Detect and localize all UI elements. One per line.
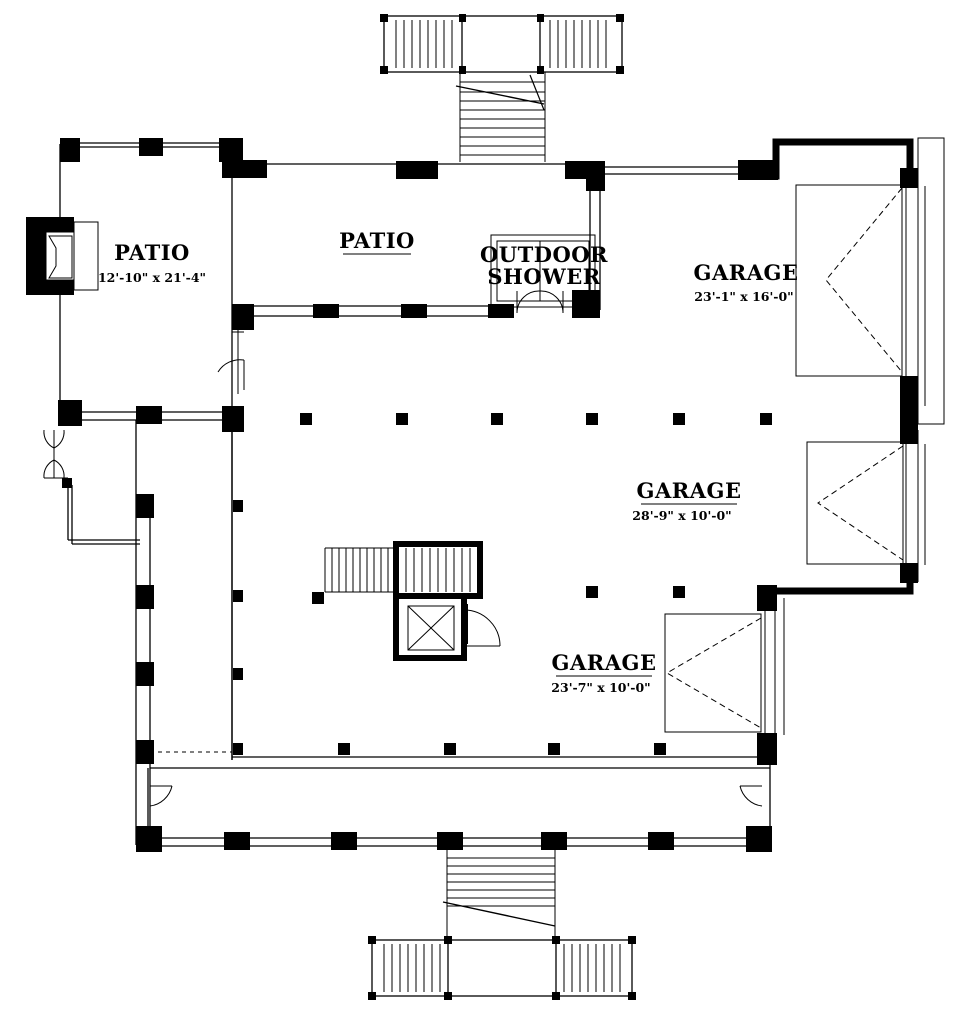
left-side-piers [58, 400, 244, 764]
garage-lower-dims: 23'-7" x 10'-0" [551, 680, 650, 695]
front-stair-treads-right [549, 20, 607, 68]
upper-garage-door-swing [795, 184, 903, 377]
left-side-walls [67, 411, 232, 845]
outdoor-shower-line1: OUTDOOR [480, 242, 608, 267]
label-garage-lower: GARAGE 23'-7" x 10'-0" [551, 650, 656, 695]
label-outdoor-shower: OUTDOOR SHOWER [480, 242, 608, 289]
outdoor-shower-enclosure [490, 234, 596, 314]
front-stair-posts [380, 14, 624, 74]
garage-middle-dims: 28'-9" x 10'-0" [632, 508, 731, 523]
garage-columns [233, 413, 772, 755]
garage-middle-name: GARAGE [637, 478, 742, 503]
front-stair-treads-left [395, 20, 453, 68]
left-patio-piers [60, 138, 267, 178]
garage-wall-piers [738, 160, 918, 765]
label-patio-left: PATIO 12'-10" x 21'-4" [98, 240, 206, 285]
middle-garage-door-swing [806, 441, 904, 565]
rear-porch-doors [149, 785, 763, 807]
front-stair-run [455, 72, 546, 162]
label-garage-upper: GARAGE 23'-1" x 16'-0" [694, 260, 799, 304]
label-garage-middle: GARAGE 28'-9" x 10'-0" [632, 478, 741, 523]
left-side-door [43, 429, 68, 479]
rear-stair-posts [368, 936, 636, 1000]
patio-left-dims: 12'-10" x 21'-4" [98, 270, 206, 285]
outdoor-shower-line2: SHOWER [487, 264, 600, 289]
garage-door-frames [764, 137, 945, 735]
lower-garage-door-swing [664, 613, 762, 733]
garage-interior-lines [231, 418, 765, 760]
patio-left-name: PATIO [114, 240, 190, 265]
rear-stair-treads [383, 944, 621, 992]
rear-porch-piers [136, 826, 772, 852]
elevator [393, 593, 501, 661]
garage-lower-name: GARAGE [552, 650, 657, 675]
garage-upper-dims: 23'-1" x 16'-0" [694, 289, 793, 304]
rear-stair-landing [371, 939, 633, 997]
stair-core [393, 541, 483, 599]
center-patio-door [217, 330, 245, 394]
front-stair-landing [383, 15, 623, 73]
interior-stair [324, 547, 395, 593]
label-patio-center: PATIO [339, 228, 415, 255]
rear-stair-run [442, 850, 556, 940]
fireplace [26, 217, 99, 295]
patio-center-name: PATIO [339, 228, 415, 253]
garage-upper-name: GARAGE [694, 260, 799, 285]
